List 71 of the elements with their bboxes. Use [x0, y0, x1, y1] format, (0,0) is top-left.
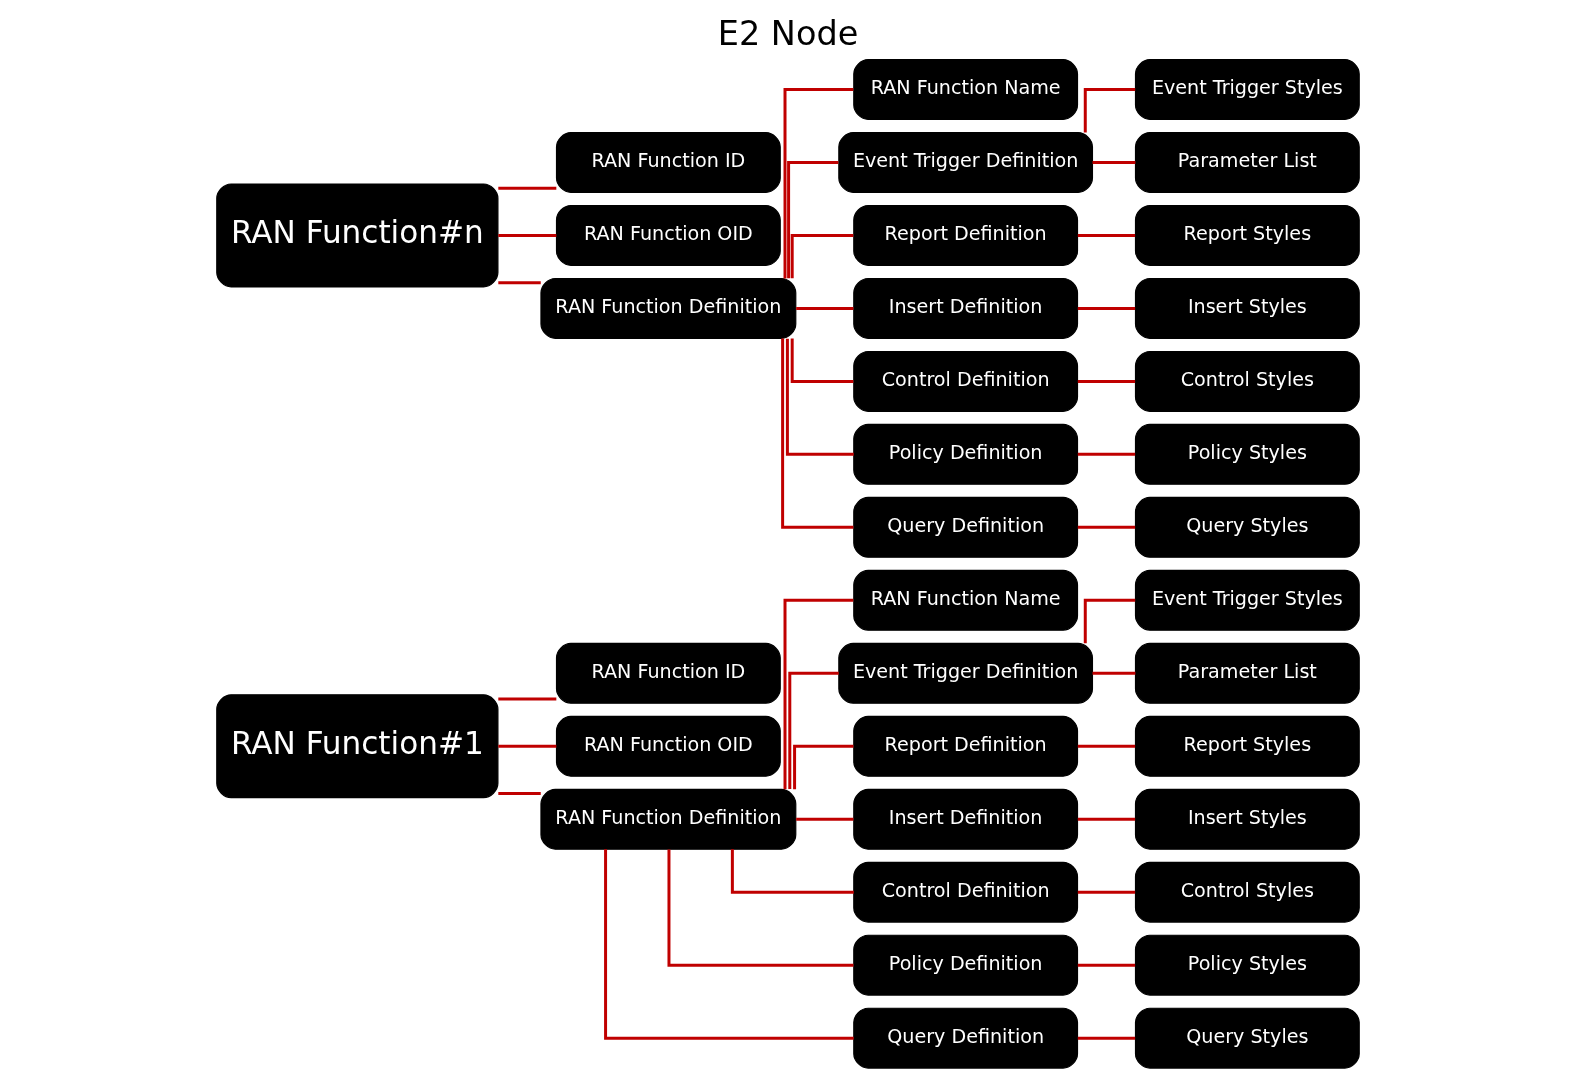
node-box: Parameter List — [1134, 131, 1360, 193]
connector — [785, 338, 854, 456]
connector — [1077, 306, 1135, 310]
connector — [730, 849, 854, 894]
node-box: Event Trigger Definition — [837, 642, 1093, 704]
connector — [783, 88, 853, 279]
node-box: Report Styles — [1134, 715, 1360, 777]
node-box: Insert Definition — [852, 277, 1078, 339]
connector — [1083, 88, 1135, 133]
connector — [1083, 598, 1135, 644]
node-box: RAN Function OID — [555, 204, 781, 266]
connector — [1077, 744, 1135, 748]
node-box: Event Trigger Styles — [1134, 569, 1360, 631]
connector — [497, 186, 556, 190]
node-box: Control Definition — [852, 861, 1078, 923]
node-box: Insert Styles — [1134, 788, 1360, 850]
connector — [497, 744, 556, 748]
node-box: RAN Function#1 — [215, 694, 498, 799]
connector — [795, 306, 853, 310]
connector — [497, 281, 541, 285]
node-box: Query Styles — [1134, 1007, 1360, 1069]
node-box: Insert Styles — [1134, 277, 1360, 339]
node-box: Query Definition — [852, 1007, 1078, 1069]
node-box: Control Styles — [1134, 350, 1360, 412]
diagram-title: E2 Node — [717, 13, 858, 53]
node-box: RAN Function Definition — [539, 277, 796, 339]
node-box: RAN Function#n — [215, 183, 498, 288]
connector — [787, 671, 839, 789]
node-box: Query Definition — [852, 496, 1078, 558]
node-box: RAN Function Name — [852, 569, 1078, 631]
node-box: Report Definition — [852, 204, 1078, 266]
node-box: Event Trigger Styles — [1134, 59, 1360, 120]
connector — [792, 744, 853, 790]
node-box: RAN Function ID — [555, 642, 781, 704]
connector — [1077, 890, 1135, 894]
node-box: RAN Function ID — [555, 131, 781, 193]
node-box: Control Styles — [1134, 861, 1360, 923]
node-box: Event Trigger Definition — [837, 131, 1093, 193]
node-box: Parameter List — [1134, 642, 1360, 704]
node-box: RAN Function OID — [555, 715, 781, 777]
node-box: Control Definition — [852, 350, 1078, 412]
node-box: Policy Styles — [1134, 423, 1360, 485]
node-box: Report Styles — [1134, 204, 1360, 266]
connector — [1077, 452, 1135, 456]
node-box: Insert Definition — [852, 788, 1078, 850]
node-box: RAN Function Definition — [539, 788, 796, 850]
connector — [497, 792, 541, 795]
connector — [1077, 1036, 1135, 1040]
connector — [790, 233, 853, 279]
connector — [497, 697, 556, 701]
node-box: Policy Styles — [1134, 934, 1360, 996]
connector — [1077, 233, 1135, 237]
connector — [1077, 817, 1135, 821]
connector — [783, 598, 853, 790]
connector — [1077, 963, 1135, 967]
connector — [790, 338, 853, 383]
connector — [1077, 379, 1135, 383]
connector — [1092, 161, 1135, 164]
node-box: Query Styles — [1134, 496, 1360, 558]
connector — [1077, 525, 1135, 529]
connector — [780, 338, 853, 529]
connector — [1092, 671, 1135, 675]
node-box: Policy Definition — [852, 934, 1078, 996]
connector — [786, 161, 838, 279]
node-box: RAN Function Name — [852, 59, 1078, 120]
connector — [666, 849, 853, 967]
connector — [497, 233, 556, 237]
node-box: Report Definition — [852, 715, 1078, 777]
connector — [795, 817, 853, 821]
node-box: Policy Definition — [852, 423, 1078, 485]
connector — [603, 849, 854, 1040]
